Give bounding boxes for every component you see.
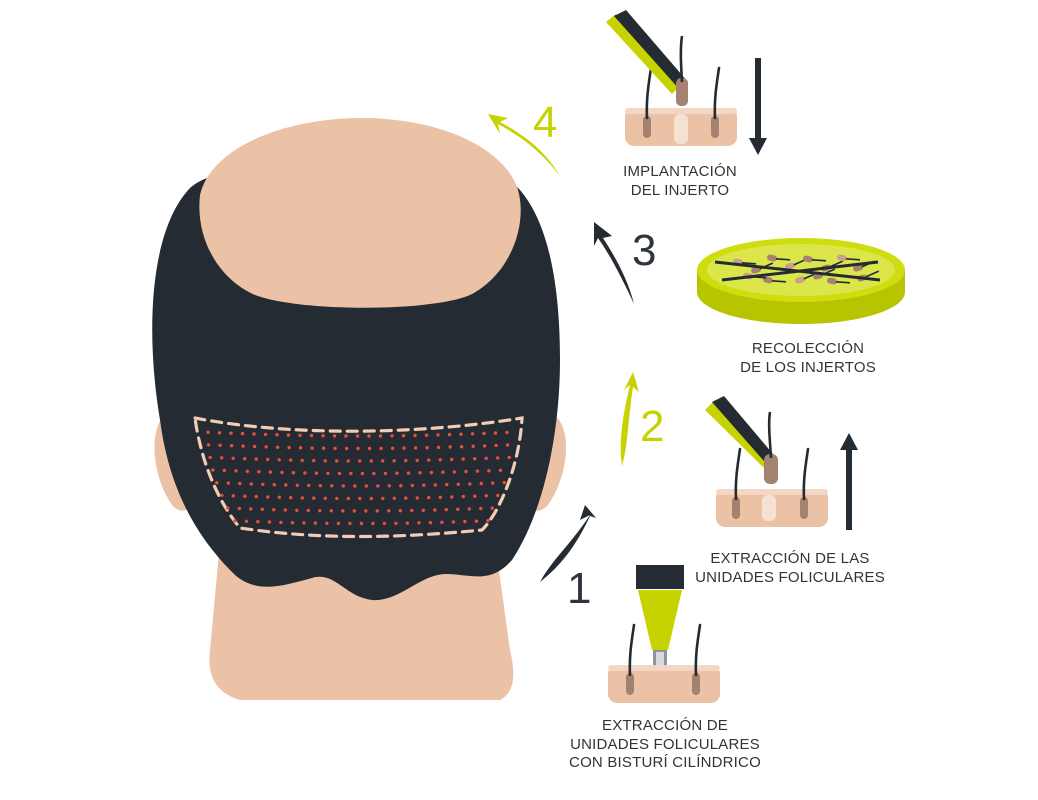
direction-arrow-icon: [488, 114, 639, 582]
tweezers-icon: [705, 396, 778, 484]
extraction-dots: [206, 430, 511, 526]
step-3-label-line: DE LOS INJERTOS: [740, 358, 876, 376]
bald-crown: [199, 118, 521, 308]
down-arrow: [749, 58, 767, 155]
petri-dish-icon: [697, 238, 905, 324]
step-number-3: 3: [632, 226, 657, 275]
step-2-label-line: UNIDADES FOLICULARES: [695, 568, 885, 586]
step-number-1: 1: [567, 564, 592, 613]
up-arrow: [840, 433, 858, 530]
tweezers-icon: [606, 10, 688, 106]
step-1-label-line: EXTRACCIÓN DE: [602, 717, 728, 734]
step-number-2: 2: [640, 402, 665, 451]
step-1-label-line: CON BISTURÍ CILÍNDRICO: [569, 754, 761, 771]
step-4-label-line: DEL INJERTO: [630, 181, 730, 199]
step-number-4: 4: [533, 98, 558, 147]
step-4-label: IMPLANTACIÓN DEL INJERTO: [600, 163, 760, 200]
step-1-label: EXTRACCIÓN DE UNIDADES FOLICULARES CON B…: [560, 717, 770, 773]
skin-sample-icon: [625, 66, 737, 146]
step-1-label-line: UNIDADES FOLICULARES: [570, 735, 760, 753]
step-2-label: EXTRACCIÓN DE LAS UNIDADES FOLICULARES: [690, 550, 890, 587]
donor-zone-outline: [193, 416, 524, 539]
step-4-label-line: IMPLANTACIÓN: [623, 163, 737, 180]
step-3-label: RECOLECCIÓN DE LOS INJERTOS: [718, 340, 898, 377]
head-icon: [152, 118, 566, 700]
skin-sample-icon: [716, 447, 828, 527]
step-2-label-line: EXTRACCIÓN DE LAS: [710, 550, 870, 567]
step-3-label-line: RECOLECCIÓN: [751, 340, 865, 357]
